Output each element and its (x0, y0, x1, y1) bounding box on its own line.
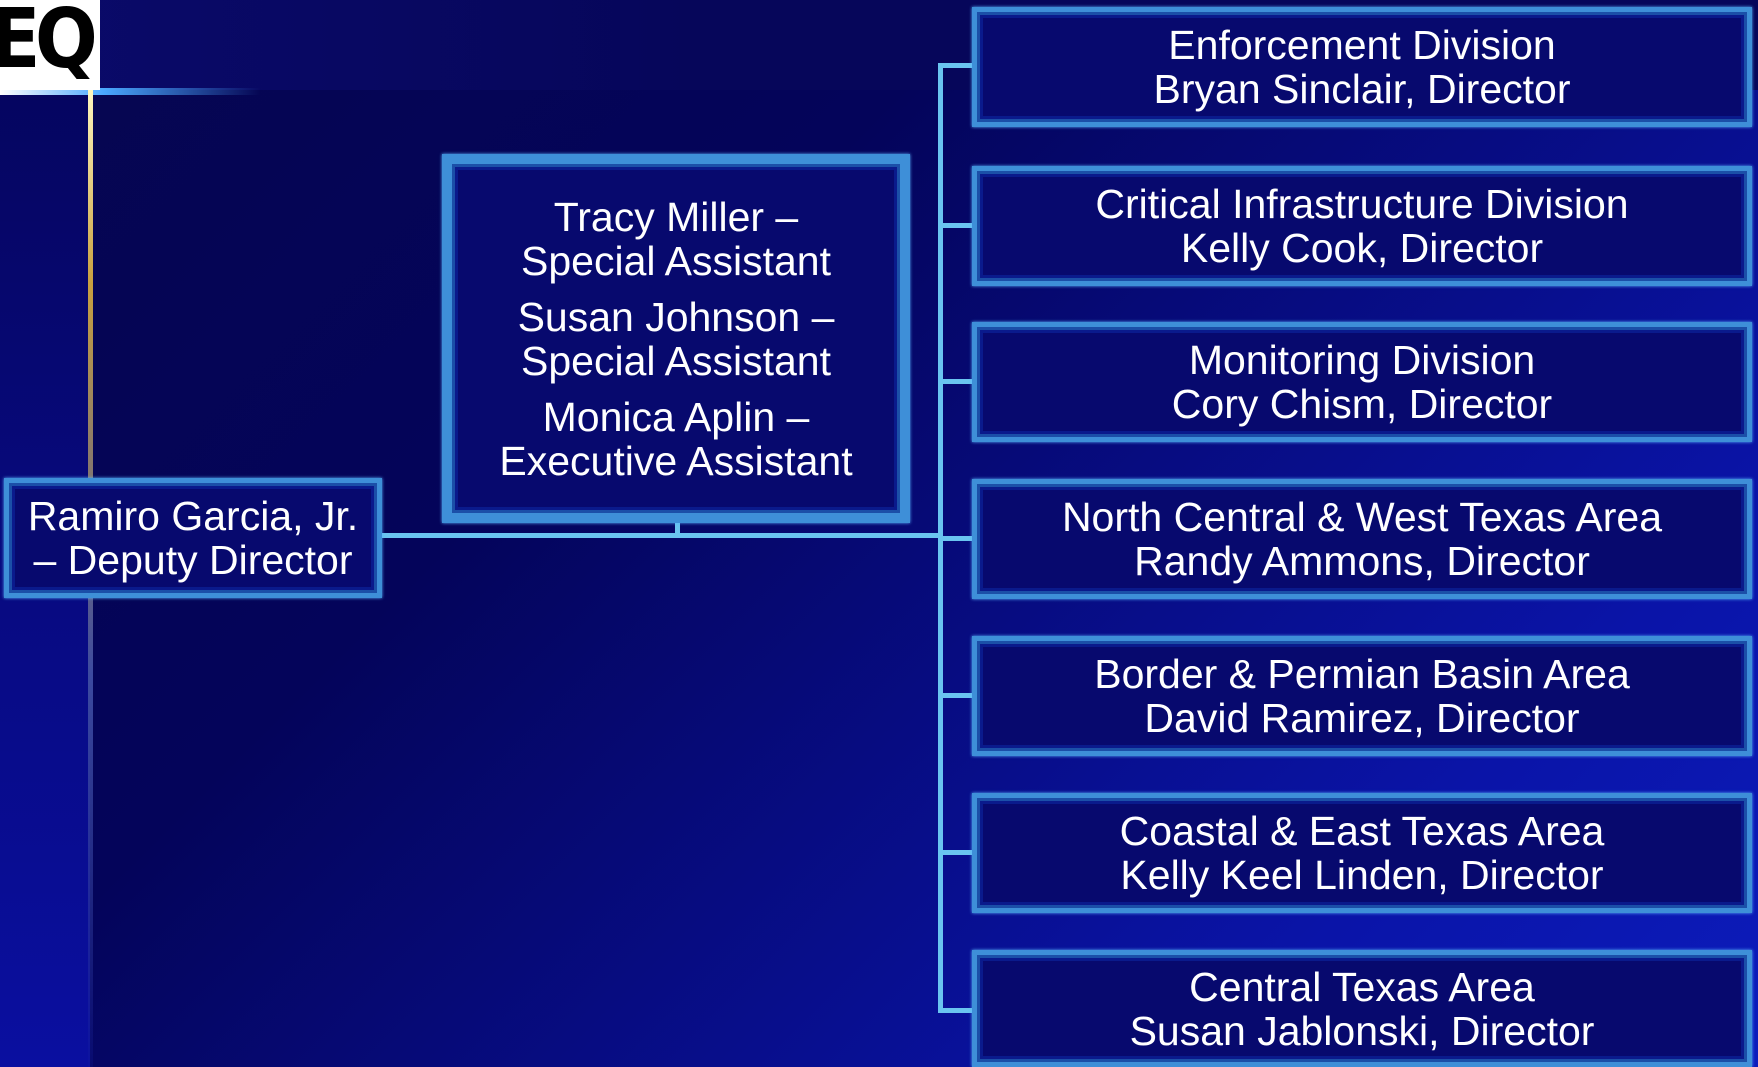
staff-box: Tracy Miller – Special Assistant Susan J… (442, 154, 910, 523)
connector-branch-1 (938, 63, 976, 68)
division-director: Randy Ammons, Director (1134, 538, 1590, 584)
division-director: Kelly Cook, Director (1180, 225, 1544, 271)
division-box-north-central-west-texas: North Central & West Texas Area Randy Am… (972, 479, 1752, 599)
division-box-enforcement: Enforcement Division Bryan Sinclair, Dir… (972, 7, 1752, 127)
division-box-coastal-east-texas: Coastal & East Texas Area Kelly Keel Lin… (972, 793, 1752, 913)
division-director: Bryan Sinclair, Director (1153, 66, 1571, 112)
deputy-title: – Deputy Director (33, 537, 353, 583)
staff-entry: Monica Aplin – Executive Assistant (499, 395, 852, 483)
connector-branch-6 (938, 850, 976, 855)
division-title: Coastal & East Texas Area (1119, 808, 1605, 854)
staff-name: Monica Aplin – (542, 393, 810, 440)
staff-name: Susan Johnson – (517, 293, 835, 340)
division-box-central-texas: Central Texas Area Susan Jablonski, Dire… (972, 950, 1752, 1067)
division-director: Cory Chism, Director (1171, 381, 1553, 427)
staff-entry: Susan Johnson – Special Assistant (518, 295, 835, 383)
connector-branch-2 (938, 223, 976, 228)
division-director: Susan Jablonski, Director (1129, 1007, 1595, 1054)
connector-staff-stem (675, 517, 680, 535)
deputy-name: Ramiro Garcia, Jr. (27, 493, 359, 539)
staff-role: Executive Assistant (499, 437, 853, 484)
division-title: North Central & West Texas Area (1061, 494, 1663, 540)
division-title: Border & Permian Basin Area (1094, 651, 1630, 697)
connector-branch-7 (938, 1008, 976, 1013)
connector-branch-5 (938, 693, 976, 698)
division-director: Kelly Keel Linden, Director (1120, 852, 1604, 898)
division-title: Monitoring Division (1188, 337, 1536, 383)
division-title: Critical Infrastructure Division (1095, 181, 1629, 227)
connector-deputy-to-bus (380, 533, 940, 538)
header-divider-line (0, 88, 260, 95)
division-box-monitoring: Monitoring Division Cory Chism, Director (972, 322, 1752, 442)
staff-role: Special Assistant (521, 337, 831, 384)
connector-branch-3 (938, 379, 976, 384)
staff-name: Tracy Miller – (553, 193, 799, 240)
deputy-director-box: Ramiro Garcia, Jr. – Deputy Director (4, 478, 382, 598)
division-title: Central Texas Area (1189, 963, 1535, 1010)
division-director: David Ramirez, Director (1144, 695, 1580, 741)
staff-entry: Tracy Miller – Special Assistant (521, 195, 831, 283)
connector-branch-4 (938, 536, 976, 541)
agency-logo: EQ (0, 0, 100, 90)
logo-text: EQ (0, 0, 98, 87)
division-title: Enforcement Division (1168, 22, 1556, 68)
staff-role: Special Assistant (521, 237, 831, 284)
division-box-critical-infrastructure: Critical Infrastructure Division Kelly C… (972, 166, 1752, 286)
division-box-border-permian-basin: Border & Permian Basin Area David Ramire… (972, 636, 1752, 756)
